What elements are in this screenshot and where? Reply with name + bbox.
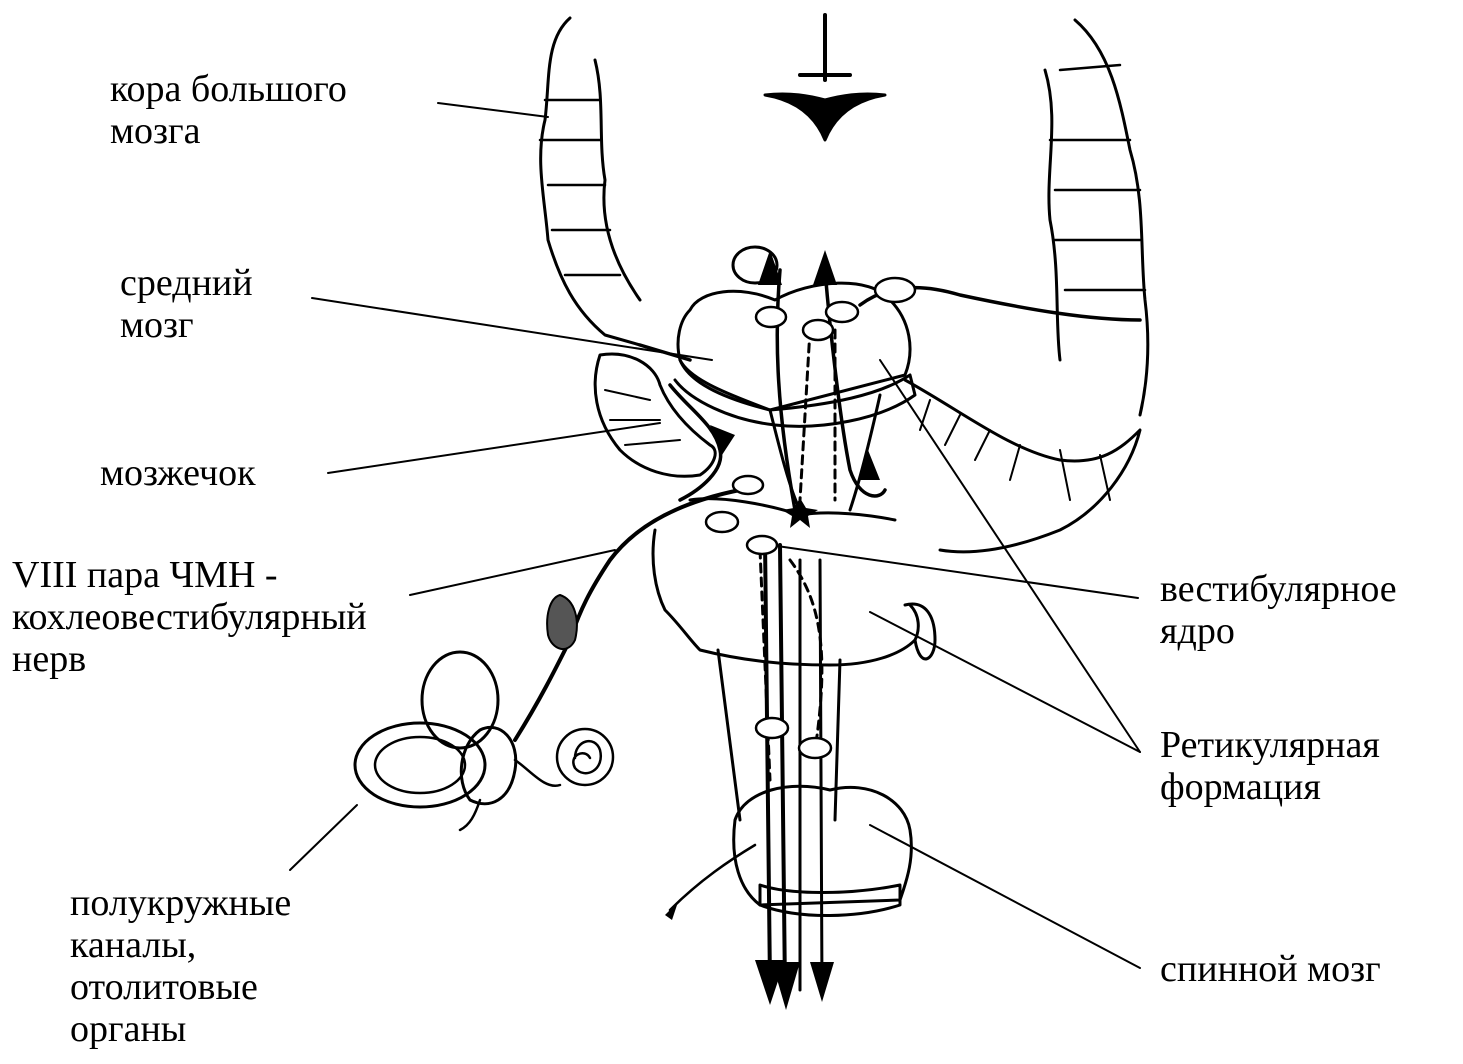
descending-tract-4 — [820, 560, 822, 990]
nucleus-midbrain-2 — [803, 320, 833, 340]
arrow-down-3-icon — [810, 962, 834, 1002]
left-hemisphere-outline — [541, 18, 640, 345]
label-vestibular-nucleus: вестибулярное ядро — [1160, 568, 1397, 652]
cerebellum-right — [905, 380, 1140, 552]
cerebellum-folia — [605, 390, 680, 445]
pointer-spinal-cord — [870, 825, 1140, 968]
cochlea-connector — [460, 760, 560, 830]
spinal-tract-right — [835, 660, 840, 820]
arrow-brainstem-up-icon — [858, 450, 880, 480]
midline-fissure — [800, 15, 850, 80]
label-vestibular-line1: вестибулярное — [1160, 568, 1397, 610]
descending-dashed-4 — [790, 560, 822, 750]
pointer-midbrain — [312, 298, 712, 360]
nucleus-spinal-2 — [799, 738, 831, 758]
label-vestibular-line2: ядро — [1160, 610, 1397, 652]
label-nerve-line3: нерв — [12, 638, 367, 680]
nucleus-midbrain-3 — [826, 302, 858, 322]
pointer-nerve — [410, 550, 615, 595]
label-spinal-cord: спинной мозг — [1160, 948, 1381, 990]
cochlea-outer — [557, 729, 613, 785]
right-cortex-folds — [1050, 65, 1145, 290]
spinal-nerve-left — [670, 845, 755, 910]
pointer-cortex — [438, 103, 548, 117]
label-cerebellum: мозжечок — [100, 452, 256, 494]
third-ventricle — [765, 94, 885, 140]
label-spinal-line1: спинной мозг — [1160, 948, 1381, 990]
left-hemisphere-inner — [595, 60, 640, 300]
descending-dashed-1 — [800, 330, 810, 500]
label-cortex: кора большого мозга — [110, 68, 347, 152]
arrow-spinal-nerve-icon — [665, 902, 678, 920]
right-hemisphere-inner — [1045, 70, 1060, 360]
cochlea — [573, 741, 600, 773]
nucleus-spinal-1 — [756, 718, 788, 738]
label-midbrain: средний мозг — [120, 262, 253, 346]
star-junction-icon — [782, 498, 818, 528]
midbrain-lower-band — [675, 360, 915, 426]
pointer-reticular-1 — [880, 360, 1140, 752]
descending-tract-2 — [780, 545, 785, 990]
pointer-cerebellum — [328, 423, 660, 473]
label-canals-line3: отолитовые — [70, 966, 291, 1008]
nerve-ganglion — [547, 595, 577, 649]
nucleus-vestibular-3 — [747, 536, 777, 554]
label-nerve-line2: кохлеовестибулярный — [12, 596, 367, 638]
label-canals-line2: каналы, — [70, 924, 291, 966]
label-nerve-line1: VIII пара ЧМН - — [12, 554, 367, 596]
label-reticular-line2: формация — [1160, 766, 1380, 808]
right-hemisphere-outline — [1075, 20, 1148, 415]
label-canals-line1: полукружные — [70, 882, 291, 924]
pons-medulla — [653, 530, 918, 665]
label-canals: полукружные каналы, отолитовые органы — [70, 882, 291, 1050]
label-cerebellum-line1: мозжечок — [100, 452, 256, 494]
pointer-canals — [290, 805, 357, 870]
semicircular-canal-top — [422, 652, 498, 748]
spinal-tract-left — [718, 650, 740, 820]
nucleus-midbrain-1 — [756, 307, 786, 327]
arrow-up-right-icon — [813, 250, 837, 285]
cerebellum-right-folds — [920, 400, 1110, 500]
label-nerve: VIII пара ЧМН - кохлеовестибулярный нерв — [12, 554, 367, 680]
pointer-reticular-2 — [870, 612, 1140, 752]
label-reticular-line1: Ретикулярная — [1160, 724, 1380, 766]
nucleus-vestibular-1 — [733, 476, 763, 494]
nucleus-thalamic — [875, 278, 915, 302]
path-cerebellum-loop — [670, 385, 721, 500]
nucleus-vestibular-2 — [706, 512, 738, 532]
label-cortex-line1: кора большого — [110, 68, 347, 110]
label-midbrain-line2: мозг — [120, 304, 253, 346]
arrow-up-left-icon — [758, 250, 782, 285]
label-canals-line4: органы — [70, 1008, 291, 1050]
label-midbrain-line1: средний — [120, 262, 253, 304]
label-cortex-line2: мозга — [110, 110, 347, 152]
label-reticular: Ретикулярная формация — [1160, 724, 1380, 808]
